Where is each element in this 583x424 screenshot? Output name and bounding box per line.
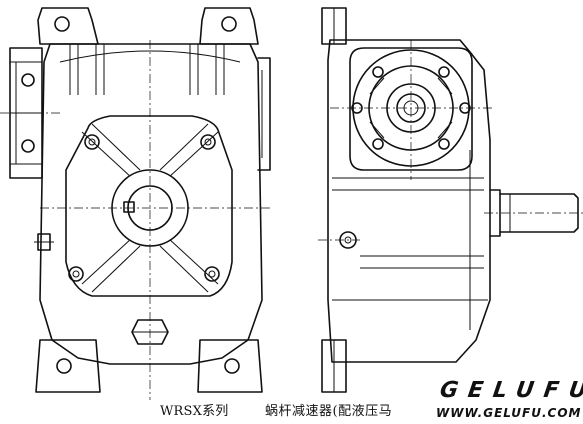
front-view-top-feet — [37, 7, 259, 45]
side-view-ribs — [332, 150, 488, 330]
front-view — [0, 7, 271, 400]
front-view-side-plug — [34, 233, 54, 251]
front-view-centerlines — [0, 40, 270, 400]
keyway-square — [123, 201, 135, 213]
side-view-housing — [327, 39, 491, 363]
caption-series: WRSX系列 — [160, 404, 229, 419]
side-view-centerlines — [318, 40, 583, 241]
caption-description: 蜗杆减速器(配液压马 — [265, 404, 393, 419]
side-view-top-foot — [321, 7, 347, 45]
brand-url: WWW.GELUFU.COM — [436, 406, 582, 420]
side-view — [318, 7, 583, 393]
brand-logo: GELUFU — [438, 378, 583, 403]
front-view-ribs — [59, 44, 241, 95]
front-view-bottom-feet — [35, 339, 263, 393]
front-view-housing — [39, 43, 263, 365]
front-view-cover-bolts — [68, 134, 220, 282]
front-view-right-cover — [257, 57, 271, 171]
side-view-bottom-foot — [321, 339, 347, 393]
